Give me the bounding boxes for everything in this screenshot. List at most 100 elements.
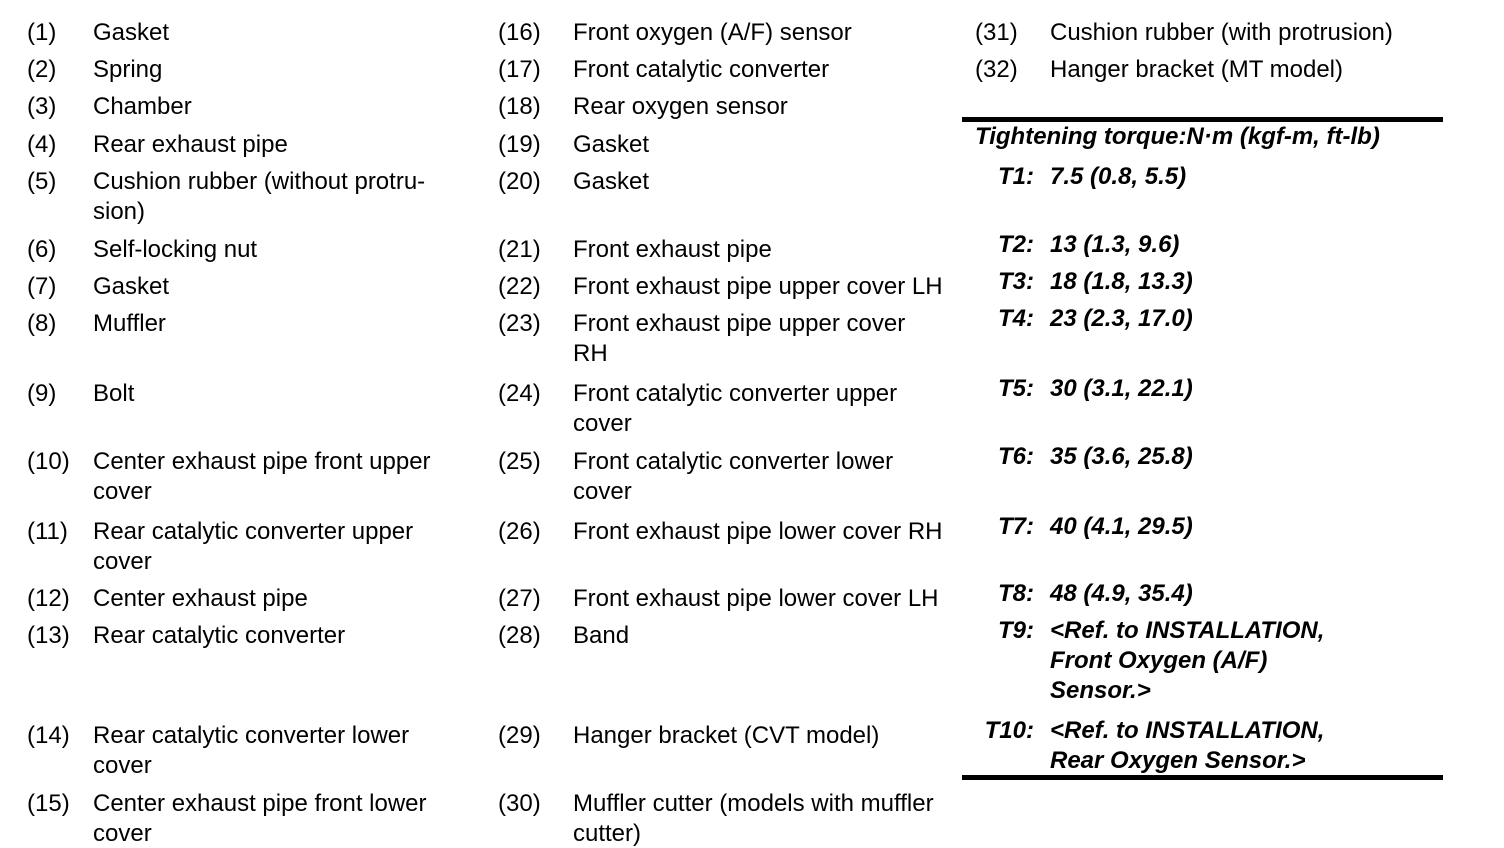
legend-row: (4) Rear exhaust pipe (19) Gasket Tighte… (27, 123, 1440, 167)
part-label: Center exhaust pipe front lower cover (93, 790, 427, 847)
part-label: Front oxygen (A/F) sensor (573, 19, 852, 46)
part-number: (13) (27, 622, 70, 649)
legend-row: (10) Center exhaust pipe front upper cov… (27, 443, 1440, 517)
torque-id: T6: (998, 443, 1034, 470)
torque-id: T1: (998, 163, 1034, 190)
torque-value: 35 (3.6, 25.8) (1050, 443, 1193, 470)
part-number: (11) (27, 518, 68, 545)
part-label: Cushion rubber (without protru- sion) (93, 168, 426, 225)
legend-row: (11) Rear catalytic converter upper cove… (27, 513, 1440, 584)
torque-id: T10: (984, 717, 1034, 744)
part-number: (20) (498, 168, 541, 195)
part-number: (29) (498, 722, 541, 749)
part-number: (3) (27, 93, 57, 120)
torque-value: 40 (4.1, 29.5) (1050, 513, 1193, 540)
legend-row: (8) Muffler (23) Front exhaust pipe uppe… (27, 305, 1440, 379)
part-label: Muffler (93, 310, 166, 337)
part-number: (8) (27, 310, 57, 337)
legend-grid: (1) Gasket (16) Front oxygen (A/F) senso… (27, 18, 1440, 848)
part-number: (15) (27, 790, 70, 817)
part-label: Gasket (93, 273, 170, 300)
part-number: (10) (27, 448, 70, 475)
torque-value: 48 (4.9, 35.4) (1050, 580, 1193, 607)
legend-row: (1) Gasket (16) Front oxygen (A/F) senso… (27, 18, 1440, 55)
part-label: Bolt (93, 380, 135, 407)
torque-table-top-rule (962, 117, 1443, 122)
part-number: (5) (27, 168, 57, 195)
part-number: (17) (498, 56, 541, 83)
part-number: (26) (498, 518, 541, 545)
part-label: Front exhaust pipe lower cover RH (573, 518, 943, 545)
part-label: Front exhaust pipe (573, 236, 772, 263)
torque-table-title: Tightening torque:N·m (kgf-m, ft-lb) (975, 123, 1380, 150)
part-label: Front exhaust pipe upper cover LH (573, 273, 943, 300)
part-number: (9) (27, 380, 57, 407)
part-label: Front catalytic converter lower cover (573, 448, 894, 505)
torque-value: 30 (3.1, 22.1) (1050, 375, 1193, 402)
part-label: Gasket (93, 19, 170, 46)
part-label: Hanger bracket (CVT model) (573, 722, 880, 749)
part-label: Spring (93, 56, 163, 83)
part-number: (27) (498, 585, 541, 612)
part-label: Cushion rubber (with protrusion) (1050, 19, 1393, 46)
part-number: (22) (498, 273, 541, 300)
torque-value: 7.5 (0.8, 5.5) (1050, 163, 1187, 190)
legend-row: (3) Chamber (18) Rear oxygen sensor (27, 92, 1440, 130)
legend-row: (2) Spring (17) Front catalytic converte… (27, 55, 1440, 92)
part-number: (24) (498, 380, 541, 407)
legend-row: (7) Gasket (22) Front exhaust pipe upper… (27, 268, 1440, 309)
part-label: Chamber (93, 93, 192, 120)
torque-value: <Ref. to INSTALLATION, Front Oxygen (A/F… (1050, 617, 1325, 704)
part-number: (28) (498, 622, 541, 649)
torque-value: 18 (1.8, 13.3) (1050, 268, 1193, 295)
torque-id: T3: (998, 268, 1034, 295)
part-number: (6) (27, 236, 57, 263)
part-label: Center exhaust pipe (93, 585, 308, 612)
part-number: (32) (975, 56, 1018, 83)
part-label: Front catalytic converter (573, 56, 830, 83)
part-number: (12) (27, 585, 70, 612)
torque-id: T9: (998, 617, 1034, 644)
part-number: (18) (498, 93, 541, 120)
part-number: (31) (975, 19, 1018, 46)
part-label: Front catalytic converter upper cover (573, 380, 898, 437)
torque-id: T5: (998, 375, 1034, 402)
torque-id: T7: (998, 513, 1034, 540)
part-label: Hanger bracket (MT model) (1050, 56, 1343, 83)
part-number: (7) (27, 273, 57, 300)
part-label: Rear catalytic converter lower cover (93, 722, 410, 779)
part-number: (4) (27, 131, 57, 158)
part-number: (23) (498, 310, 541, 337)
torque-id: T4: (998, 305, 1034, 332)
legend-row: (6) Self-locking nut (21) Front exhaust … (27, 231, 1440, 272)
part-number: (30) (498, 790, 541, 817)
part-number: (14) (27, 722, 70, 749)
part-number: (2) (27, 56, 57, 83)
part-label: Front exhaust pipe upper cover RH (573, 310, 906, 367)
part-label: Gasket (573, 168, 650, 195)
torque-value: 13 (1.3, 9.6) (1050, 231, 1180, 258)
torque-table-bottom-rule (962, 775, 1443, 780)
part-label: Center exhaust pipe front upper cover (93, 448, 431, 505)
torque-value: <Ref. to INSTALLATION, Rear Oxygen Senso… (1050, 717, 1325, 774)
part-label: Rear oxygen sensor (573, 93, 788, 120)
part-number: (21) (498, 236, 541, 263)
legend-row: (13) Rear catalytic converter (28) Band … (27, 617, 1440, 721)
part-number: (25) (498, 448, 541, 475)
part-label: Muffler cutter (models with muffler cutt… (573, 790, 934, 847)
torque-id: T2: (998, 231, 1034, 258)
legend-row: (15) Center exhaust pipe front lower cov… (27, 789, 1440, 848)
part-label: Rear catalytic converter upper cover (93, 518, 414, 575)
part-label: Gasket (573, 131, 650, 158)
torque-id: T8: (998, 580, 1034, 607)
part-number: (19) (498, 131, 541, 158)
legend-row: (5) Cushion rubber (without protru- sion… (27, 163, 1440, 235)
part-label: Self-locking nut (93, 236, 258, 263)
torque-value: 23 (2.3, 17.0) (1050, 305, 1193, 332)
part-label: Front exhaust pipe lower cover LH (573, 585, 939, 612)
part-label: Band (573, 622, 630, 649)
part-label: Rear exhaust pipe (93, 131, 288, 158)
part-label: Rear catalytic converter (93, 622, 346, 649)
part-number: (1) (27, 19, 57, 46)
